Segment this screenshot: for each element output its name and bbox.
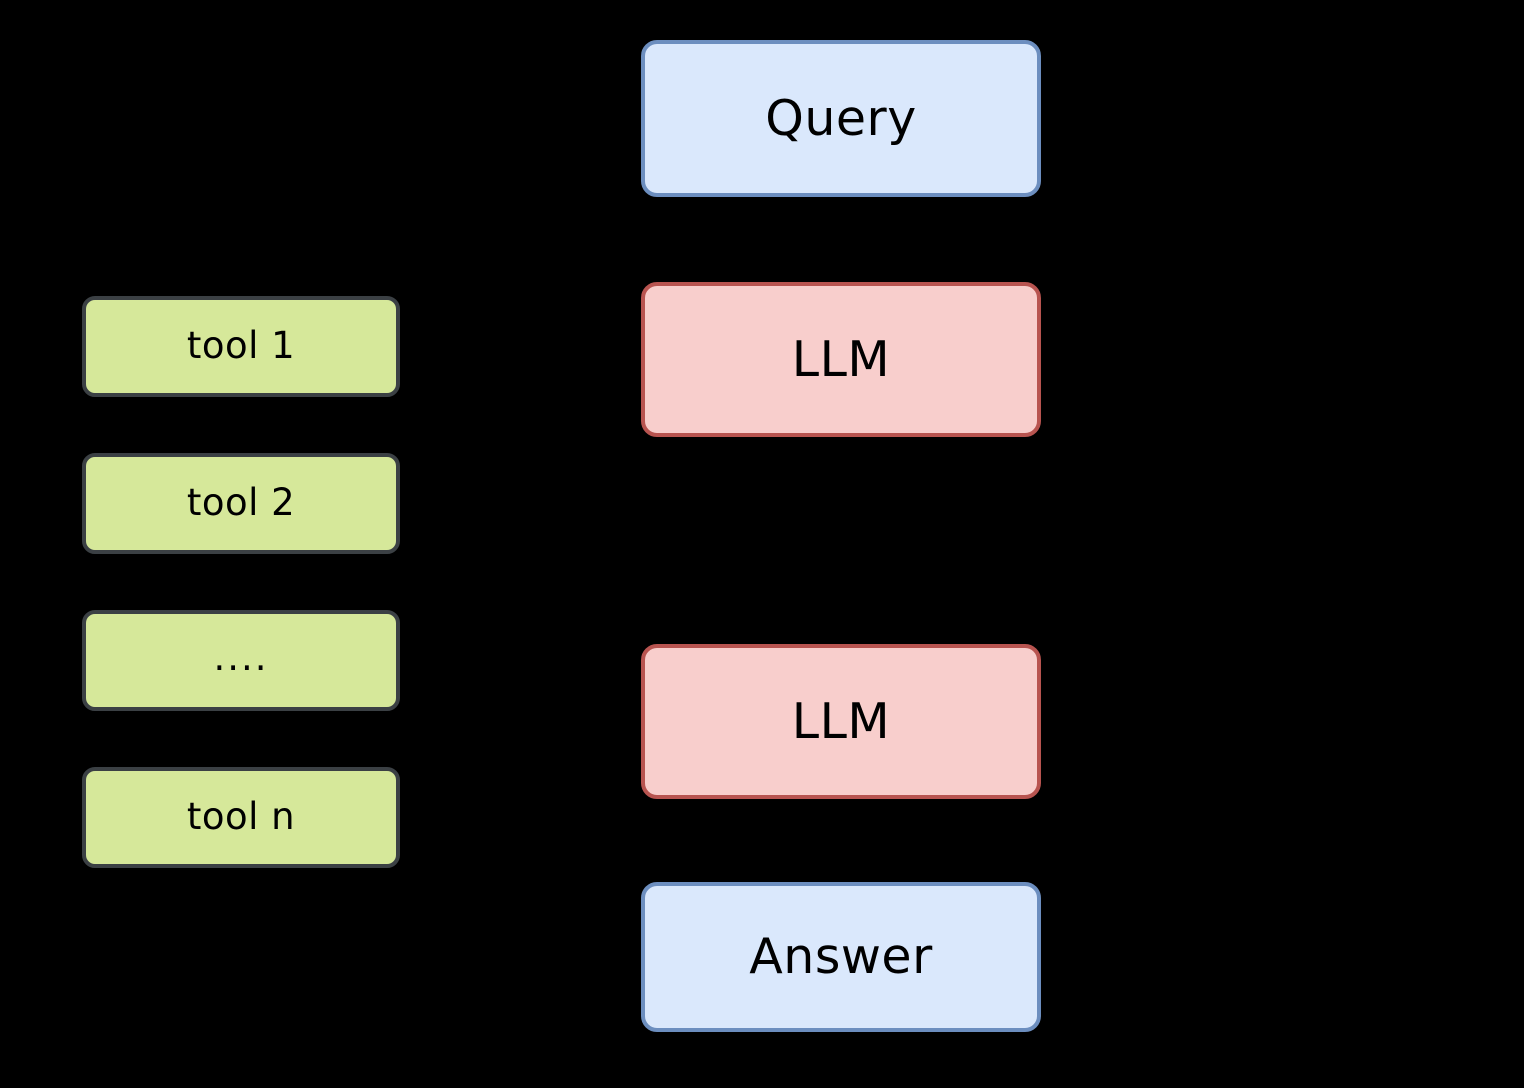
tool-node-n-label: tool n: [186, 795, 296, 839]
llm-node-2-label: LLM: [791, 692, 891, 750]
tool-node-ellipsis-label: ....: [213, 636, 269, 680]
answer-node[interactable]: Answer: [641, 882, 1041, 1032]
answer-node-label: Answer: [749, 928, 933, 986]
tool-node-1[interactable]: tool 1: [82, 296, 400, 397]
llm-node-1[interactable]: LLM: [641, 282, 1041, 437]
tool-node-n[interactable]: tool n: [82, 767, 400, 868]
tool-node-ellipsis[interactable]: ....: [82, 610, 400, 711]
llm-node-2[interactable]: LLM: [641, 644, 1041, 799]
query-node-label: Query: [765, 89, 917, 147]
tool-node-2-label: tool 2: [186, 481, 296, 525]
query-node[interactable]: Query: [641, 40, 1041, 197]
tool-node-2[interactable]: tool 2: [82, 453, 400, 554]
tool-node-1-label: tool 1: [186, 324, 296, 368]
llm-node-1-label: LLM: [791, 330, 891, 388]
